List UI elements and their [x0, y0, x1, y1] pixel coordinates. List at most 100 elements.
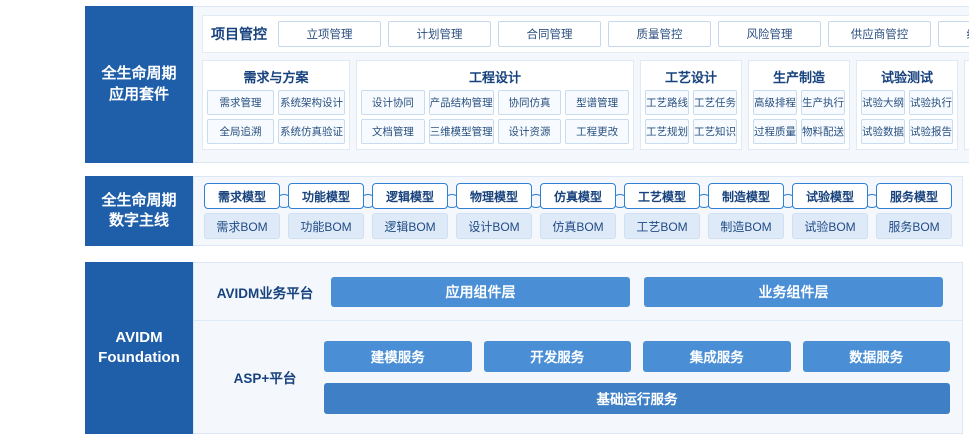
bom-box[interactable]: 试验BOM	[792, 213, 868, 239]
asp-services-area: 建模服务 开发服务 集成服务 数据服务 基础运行服务	[324, 331, 950, 424]
cell-production-execution[interactable]: 生产执行	[801, 90, 845, 115]
group-operations-support: 运维保障 服务计划 维修维护	[964, 60, 969, 150]
cell-collaborative-simulation[interactable]: 协同仿真	[497, 90, 562, 115]
avidm-foundation-label-line2: Foundation	[98, 349, 180, 366]
model-column-manufacturing: 制造模型 制造BOM	[708, 183, 784, 239]
bom-box[interactable]: 功能BOM	[288, 213, 364, 239]
group-requirements-and-solution: 需求与方案 需求管理 系统架构设计 全局追溯 系统仿真验证	[202, 60, 350, 150]
cell-design-collaboration[interactable]: 设计协同	[361, 90, 425, 115]
chip-supplier-control[interactable]: 供应商管控	[828, 21, 931, 47]
cell-global-traceability[interactable]: 全局追溯	[207, 119, 274, 144]
bom-box[interactable]: 设计BOM	[456, 213, 532, 239]
cell-3d-model-management[interactable]: 三维模型管理	[428, 119, 494, 144]
cell-product-structure-management[interactable]: 产品结构管理	[428, 90, 494, 115]
digital-thread-label: 全生命周期 数字主线	[85, 176, 193, 246]
digital-thread-label-line1: 全生命周期	[101, 191, 177, 209]
chip-project-initiation[interactable]: 立项管理	[278, 21, 381, 47]
lifecycle-app-suite-label-line1: 全生命周期	[101, 65, 177, 83]
integration-service-bar[interactable]: 集成服务	[643, 340, 791, 372]
application-component-layer-bar[interactable]: 应用组件层	[331, 276, 630, 307]
cell-system-simulation-verification[interactable]: 系统仿真验证	[278, 119, 345, 144]
lifecycle-app-suite-label: 全生命周期 应用套件	[85, 6, 193, 163]
asp-platform-title: ASP+平台	[233, 371, 297, 386]
bom-box[interactable]: 制造BOM	[708, 213, 784, 239]
group-production-manufacturing: 生产制造 高级排程 生产执行 过程质量 物料配送	[748, 60, 850, 150]
digital-thread-section: 全生命周期 数字主线 需求模型 需求BOM 功能模型 功能BOM 逻辑模型 逻辑…	[85, 176, 963, 246]
group-title: 工程设计	[468, 70, 521, 85]
model-column-process: 工艺模型 工艺BOM	[624, 183, 700, 239]
model-box[interactable]: 工艺模型	[624, 183, 700, 209]
model-column-service: 服务模型 服务BOM	[876, 183, 952, 239]
cell-process-route[interactable]: 工艺路线	[645, 90, 689, 115]
avidm-business-platform-row: AVIDM业务平台 应用组件层 业务组件层	[194, 263, 962, 321]
model-box[interactable]: 逻辑模型	[372, 183, 448, 209]
chip-contract-management[interactable]: 合同管理	[498, 21, 601, 47]
group-title: 试验测试	[880, 70, 933, 85]
group-title: 生产制造	[772, 70, 825, 85]
model-box[interactable]: 试验模型	[792, 183, 868, 209]
asp-service-row: 建模服务 开发服务 集成服务 数据服务	[324, 340, 950, 372]
cell-series-management[interactable]: 型谱管理	[565, 90, 630, 115]
bom-box[interactable]: 工艺BOM	[624, 213, 700, 239]
group-title: 工艺设计	[664, 70, 717, 85]
cell-material-distribution[interactable]: 物料配送	[801, 119, 845, 144]
app-suite-groups: 需求与方案 需求管理 系统架构设计 全局追溯 系统仿真验证 工程设计	[202, 60, 969, 150]
model-box[interactable]: 物理模型	[456, 183, 532, 209]
cell-system-architecture-design[interactable]: 系统架构设计	[278, 90, 345, 115]
digital-thread-panel: 需求模型 需求BOM 功能模型 功能BOM 逻辑模型 逻辑BOM 物理模型 设计…	[193, 176, 963, 246]
cell-advanced-scheduling[interactable]: 高级排程	[753, 90, 797, 115]
bom-box[interactable]: 逻辑BOM	[372, 213, 448, 239]
group-engineering-design: 工程设计 设计协同 产品结构管理 协同仿真 型谱管理 文档管理 三维模型管理 设…	[356, 60, 634, 150]
cell-test-data[interactable]: 试验数据	[861, 119, 905, 144]
cell-engineering-change[interactable]: 工程更改	[565, 119, 630, 144]
cell-test-execution[interactable]: 试验执行	[909, 90, 953, 115]
model-column-physical: 物理模型 设计BOM	[456, 183, 532, 239]
model-box[interactable]: 功能模型	[288, 183, 364, 209]
model-column-logical: 逻辑模型 逻辑BOM	[372, 183, 448, 239]
group-process-design: 工艺设计 工艺路线 工艺任务 工艺规划 工艺知识	[640, 60, 742, 150]
cell-test-outline[interactable]: 试验大纲	[861, 90, 905, 115]
cell-process-knowledge[interactable]: 工艺知识	[693, 119, 737, 144]
project-management-title: 项目管控	[211, 26, 267, 42]
cell-requirement-management[interactable]: 需求管理	[207, 90, 274, 115]
bom-box[interactable]: 仿真BOM	[540, 213, 616, 239]
chip-plan-management[interactable]: 计划管理	[388, 21, 491, 47]
project-management-row: 项目管控 立项管理 计划管理 合同管理 质量管控 风险管理 供应商管控 综合看板	[202, 15, 969, 53]
model-column-function: 功能模型 功能BOM	[288, 183, 364, 239]
cell-document-management[interactable]: 文档管理	[361, 119, 425, 144]
model-column-test: 试验模型 试验BOM	[792, 183, 868, 239]
model-box[interactable]: 仿真模型	[540, 183, 616, 209]
chip-risk-management[interactable]: 风险管理	[718, 21, 821, 47]
cell-design-resources[interactable]: 设计资源	[497, 119, 562, 144]
cell-test-report[interactable]: 试验报告	[909, 119, 953, 144]
cell-process-quality[interactable]: 过程质量	[753, 119, 797, 144]
lifecycle-app-suite-panel: 项目管控 立项管理 计划管理 合同管理 质量管控 风险管理 供应商管控 综合看板…	[193, 6, 969, 163]
model-box[interactable]: 制造模型	[708, 183, 784, 209]
avidm-foundation-label-line1: AVIDM	[115, 328, 163, 346]
lifecycle-app-suite-section: 全生命周期 应用套件 项目管控 立项管理 计划管理 合同管理 质量管控 风险管理…	[85, 6, 969, 163]
model-box[interactable]: 需求模型	[204, 183, 280, 209]
avidm-foundation-panel: AVIDM业务平台 应用组件层 业务组件层 ASP+平台 建模服务 开发服务 集…	[193, 262, 963, 434]
group-test-and-trial: 试验测试 试验大纲 试验执行 试验数据 试验报告	[856, 60, 958, 150]
group-title: 需求与方案	[243, 70, 309, 85]
development-service-bar[interactable]: 开发服务	[483, 340, 631, 372]
bom-box[interactable]: 服务BOM	[876, 213, 952, 239]
data-service-bar[interactable]: 数据服务	[802, 340, 950, 372]
avidm-business-platform-title: AVIDM业务平台	[216, 285, 314, 301]
avidm-foundation-section: AVIDM Foundation AVIDM业务平台 应用组件层 业务组件层 A…	[85, 262, 963, 434]
runtime-service-bar[interactable]: 基础运行服务	[324, 382, 950, 414]
business-component-layer-bar[interactable]: 业务组件层	[644, 276, 943, 307]
cell-process-planning[interactable]: 工艺规划	[645, 119, 689, 144]
modeling-service-bar[interactable]: 建模服务	[324, 340, 472, 372]
model-box[interactable]: 服务模型	[876, 183, 952, 209]
asp-platform-row: ASP+平台 建模服务 开发服务 集成服务 数据服务 基础运行服务	[194, 321, 962, 433]
chip-dashboard[interactable]: 综合看板	[938, 21, 969, 47]
chip-quality-control[interactable]: 质量管控	[608, 21, 711, 47]
bom-box[interactable]: 需求BOM	[204, 213, 280, 239]
lifecycle-app-suite-label-line2: 应用套件	[108, 85, 169, 103]
digital-thread-label-line2: 数字主线	[108, 212, 169, 229]
avidm-foundation-label: AVIDM Foundation	[85, 262, 193, 434]
model-column-simulation: 仿真模型 仿真BOM	[540, 183, 616, 239]
cell-process-task[interactable]: 工艺任务	[693, 90, 737, 115]
